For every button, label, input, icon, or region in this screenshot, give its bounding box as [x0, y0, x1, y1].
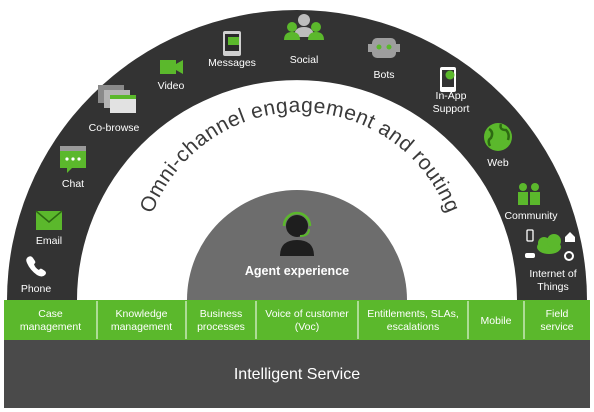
capability-label: processes — [197, 321, 245, 333]
capability-label: service — [540, 321, 573, 333]
capability-label: Case — [38, 308, 63, 320]
channel-label: In-App — [436, 90, 467, 102]
channel-1: Phone — [21, 256, 52, 295]
channel-label: Video — [158, 80, 185, 92]
channel-8: Bots — [368, 38, 400, 81]
bots-icon — [368, 38, 400, 58]
capability-label: Mobile — [481, 315, 512, 327]
channel-5: Video — [158, 60, 185, 92]
channel-label: Community — [504, 210, 558, 222]
capability-label: Knowledge — [116, 308, 168, 320]
co-browse-icon — [98, 85, 136, 113]
capability-label: Business — [200, 308, 243, 320]
capability-label: Voice of customer — [265, 308, 349, 320]
channel-11: Community — [504, 183, 558, 222]
footer-bar — [4, 340, 590, 408]
social-icon — [284, 14, 324, 40]
capability-4: Voice of customer(Voc) — [255, 301, 349, 339]
capability-label: (Voc) — [295, 321, 320, 333]
channel-10: Web — [484, 123, 512, 169]
intelligent-service-label: Intelligent Service — [234, 366, 360, 383]
in-app-support-icon — [440, 67, 456, 92]
channel-label: Email — [36, 235, 62, 247]
web-icon — [484, 123, 512, 151]
phone-icon — [26, 256, 46, 277]
channel-7: Social — [284, 14, 324, 66]
capability-label: management — [111, 321, 172, 333]
video-icon — [160, 60, 183, 74]
channel-label: Web — [487, 157, 509, 169]
inner-white-arc — [77, 80, 517, 300]
channel-6: Messages — [208, 31, 256, 69]
capability-5: Entitlements, SLAs,escalations — [357, 301, 459, 339]
channel-2: Email — [35, 210, 63, 247]
capability-6: Mobile — [467, 301, 512, 339]
capability-bar — [4, 300, 590, 340]
channel-label: Things — [537, 281, 569, 293]
capability-label: management — [20, 321, 81, 333]
capability-label: Field — [546, 308, 569, 320]
capability-label: escalations — [387, 321, 440, 333]
channel-label: Internet of — [529, 268, 576, 280]
chat-icon — [60, 146, 86, 173]
agent-headset-icon — [280, 211, 314, 256]
community-icon — [518, 183, 540, 205]
channel-3: Chat — [60, 146, 86, 190]
channel-4: Co-browse — [89, 85, 140, 134]
agent-experience-label: Agent experience — [245, 264, 349, 278]
channel-label: Support — [433, 103, 470, 115]
channel-label: Co-browse — [89, 122, 140, 134]
channel-label: Social — [290, 54, 319, 66]
messages-icon — [223, 31, 241, 56]
channel-label: Phone — [21, 283, 52, 295]
channel-label: Bots — [373, 69, 394, 81]
capability-label: Entitlements, SLAs, — [367, 308, 459, 320]
channel-label: Messages — [208, 57, 256, 69]
internet-of-things-icon — [525, 229, 575, 261]
channel-label: Chat — [62, 178, 84, 190]
email-icon — [35, 210, 63, 230]
